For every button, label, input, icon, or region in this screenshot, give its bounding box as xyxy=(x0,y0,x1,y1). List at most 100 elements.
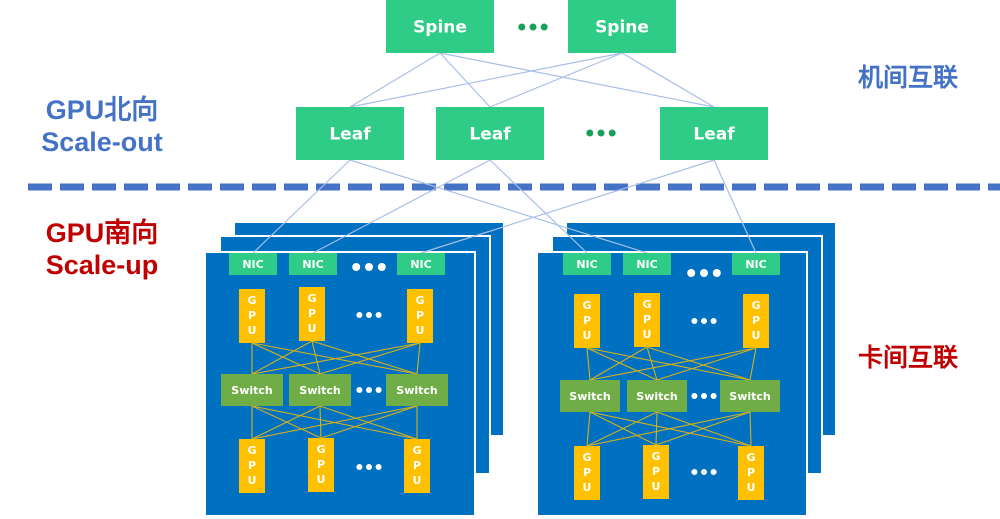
gpu-top-1-3-letter: G xyxy=(415,294,424,307)
gpu-top-2-1-box xyxy=(574,294,600,348)
dot xyxy=(586,129,594,137)
gpu-top-2-3-letter: G xyxy=(751,299,760,312)
gpu-top-1-2-letter: G xyxy=(307,292,316,305)
gpu-bottom-1-2-letter: P xyxy=(317,458,325,471)
inter-machine-label: 机间互联 xyxy=(857,64,958,92)
gpu-switch-link xyxy=(311,340,321,375)
gpu-switch-link xyxy=(586,347,658,381)
gpu-ellipsis-icon xyxy=(691,469,717,475)
dot xyxy=(710,393,717,399)
gpu-top-2-2[interactable]: GPU xyxy=(634,293,660,347)
gpu-top-1-1[interactable]: GPU xyxy=(239,289,265,343)
dot xyxy=(691,393,698,399)
gpu-switch-link xyxy=(646,346,658,381)
spine-1[interactable]: Spine xyxy=(386,0,494,53)
switch-1-3-label: Switch xyxy=(396,384,437,397)
leaf-2[interactable]: Leaf xyxy=(436,107,544,160)
switch-gpu-link xyxy=(586,411,751,447)
south-label-line1: GPU南向 xyxy=(45,218,159,248)
switch-ellipsis-icon xyxy=(356,387,382,393)
switch-gpu-link xyxy=(319,405,322,439)
gpu-ellipsis-icon xyxy=(691,318,717,324)
switch-2-1[interactable]: Switch xyxy=(560,380,620,412)
gpu-bottom-2-2-letter: G xyxy=(651,450,660,463)
switch-1-3[interactable]: Switch xyxy=(386,374,448,406)
leaf-nic-link xyxy=(349,159,648,254)
gpu-top-1-3[interactable]: GPU xyxy=(407,289,433,343)
switch-gpu-link xyxy=(251,405,418,440)
switch-1-2-label: Switch xyxy=(299,384,340,397)
spine-leaf-link xyxy=(349,52,623,108)
gpu-bottom-2-3-letter: P xyxy=(747,466,755,479)
nic-1-2[interactable]: NIC xyxy=(289,253,337,275)
leaf-nic-link xyxy=(713,159,757,254)
nic-1-3-label: NIC xyxy=(410,258,431,271)
leaf-3[interactable]: Leaf xyxy=(660,107,768,160)
switch-gpu-link xyxy=(586,411,658,447)
gpu-top-2-2-letter: G xyxy=(642,298,651,311)
dot xyxy=(597,129,605,137)
gpu-switch-link xyxy=(589,346,648,381)
dot xyxy=(356,464,363,470)
switch-2-3[interactable]: Switch xyxy=(720,380,780,412)
gpu-top-2-3[interactable]: GPU xyxy=(743,294,769,348)
nic-2-2-box xyxy=(623,253,671,275)
nic-1-3-box xyxy=(397,253,445,275)
switch-1-3-box xyxy=(386,374,448,406)
gpu-bottom-2-1[interactable]: GPU xyxy=(574,446,600,500)
nic-1-3[interactable]: NIC xyxy=(397,253,445,275)
gpu-bottom-1-3[interactable]: GPU xyxy=(404,439,430,493)
gpu-top-1-2[interactable]: GPU xyxy=(299,287,325,341)
spine-leaf-link xyxy=(349,52,441,108)
dot xyxy=(701,393,707,399)
gpu-switch-link xyxy=(646,346,751,381)
gpu-switch-link xyxy=(586,347,751,381)
nic-2-3[interactable]: NIC xyxy=(732,253,780,275)
gpu-top-1-2-letter: P xyxy=(308,307,316,320)
switch-2-2-box xyxy=(627,380,687,412)
nic-2-3-label: NIC xyxy=(745,258,766,271)
dot xyxy=(377,263,386,271)
gpu-top-2-1-letter: P xyxy=(583,314,591,327)
gpu-switch-link xyxy=(311,340,418,375)
gpu-switch-link xyxy=(251,342,421,375)
dot xyxy=(691,318,698,324)
gpu-top-1-1-letter: P xyxy=(248,309,256,322)
gpu-switch-link xyxy=(586,347,591,381)
leaf-2-label: Leaf xyxy=(469,125,511,145)
nic-2-1[interactable]: NIC xyxy=(563,253,611,275)
dot xyxy=(375,312,382,318)
gpu-bottom-2-3[interactable]: GPU xyxy=(738,446,764,500)
nic-2-2[interactable]: NIC xyxy=(623,253,671,275)
gpu-bottom-2-2[interactable]: GPU xyxy=(643,445,669,499)
leaf-ellipsis-icon xyxy=(586,129,616,137)
switch-2-2[interactable]: Switch xyxy=(627,380,687,412)
spine-2[interactable]: Spine xyxy=(568,0,676,53)
leaf-1[interactable]: Leaf xyxy=(296,107,404,160)
gpu-bottom-1-1-letter: P xyxy=(248,459,256,472)
gpu-bottom-1-1[interactable]: GPU xyxy=(239,439,265,493)
nic-1-1[interactable]: NIC xyxy=(229,253,277,275)
switch-1-1[interactable]: Switch xyxy=(221,374,283,406)
leaf-nic-link xyxy=(252,159,351,254)
gpu-bottom-1-1-letter: G xyxy=(247,444,256,457)
dot xyxy=(375,387,382,393)
gpu-top-1-2-letter: U xyxy=(308,322,317,335)
switch-1-2[interactable]: Switch xyxy=(289,374,351,406)
gpu-bottom-2-3-box xyxy=(738,446,764,500)
gpu-switch-link xyxy=(319,342,421,375)
dot xyxy=(365,263,373,271)
gpu-top-1-3-box xyxy=(407,289,433,343)
gpu-top-2-1[interactable]: GPU xyxy=(574,294,600,348)
dot xyxy=(518,23,526,31)
gpu-ellipsis-icon xyxy=(356,312,382,318)
spine-2-box xyxy=(568,0,676,53)
dot xyxy=(700,269,708,277)
switch-gpu-link xyxy=(655,411,658,446)
leaf-1-box xyxy=(296,107,404,160)
spine-leaf-link xyxy=(621,52,715,108)
gpu-bottom-1-2[interactable]: GPU xyxy=(308,438,334,492)
dot xyxy=(687,269,696,277)
switch-1-1-box xyxy=(221,374,283,406)
gpu-bottom-1-2-letter: U xyxy=(317,473,326,486)
